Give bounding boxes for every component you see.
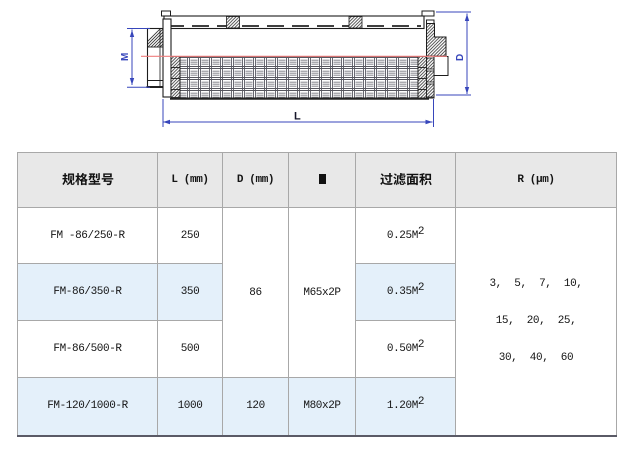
svg-text:L: L — [294, 111, 301, 123]
svg-text:D: D — [455, 54, 466, 61]
svg-text:M: M — [120, 53, 131, 61]
